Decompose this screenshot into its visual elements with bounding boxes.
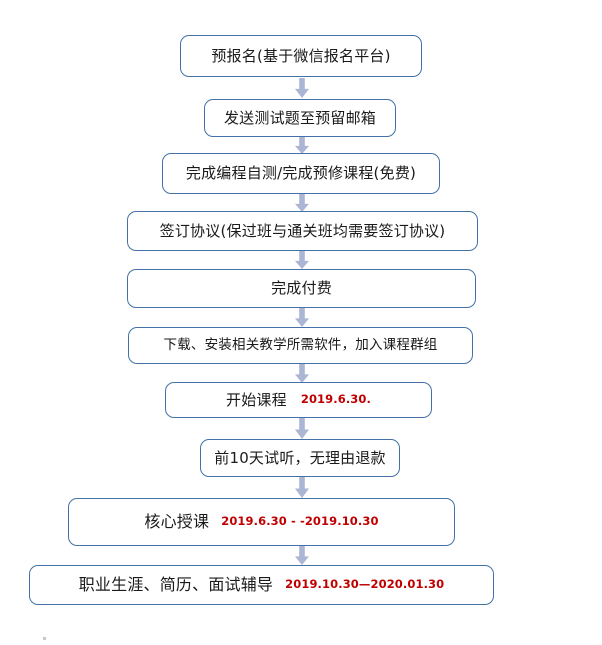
flow-arrow-down-icon xyxy=(295,136,309,154)
flow-node-course-start: 开始课程 2019.6.30. xyxy=(165,382,432,418)
flow-node-complete-payment: 完成付费 xyxy=(127,269,476,308)
flow-node-core-teaching: 核心授课 2019.6.30 - -2019.10.30 xyxy=(68,498,455,546)
flow-node-install-software: 下载、安装相关教学所需软件，加入课程群组 xyxy=(128,327,473,364)
flow-node-send-test: 发送测试题至预留邮箱 xyxy=(204,99,396,137)
flow-node-date-annotation: 2019.6.30. xyxy=(300,392,371,407)
flow-node-date-annotation: 2019.6.30 - -2019.10.30 xyxy=(221,514,379,529)
flow-node-label: 前10天试听，无理由退款 xyxy=(214,448,386,467)
flow-node-label: 核心授课 xyxy=(144,512,210,531)
flow-node-label: 下载、安装相关教学所需软件，加入课程群组 xyxy=(163,336,438,353)
flow-node-label: 完成付费 xyxy=(271,279,332,297)
flow-node-date-annotation: 2019.10.30—2020.01.30 xyxy=(285,577,445,592)
flow-arrow-down-icon xyxy=(295,418,309,439)
flow-node-label: 职业生涯、简历、面试辅导 xyxy=(78,575,274,594)
flow-arrow-down-icon xyxy=(295,364,309,383)
flow-arrow-down-icon xyxy=(295,251,309,269)
flow-arrow-down-icon xyxy=(295,477,309,498)
flow-node-label: 完成编程自测/完成预修课程(免费) xyxy=(185,164,417,182)
flow-arrow-down-icon xyxy=(295,546,309,565)
flow-node-label: 开始课程 xyxy=(226,390,287,409)
flow-node-label: 预报名(基于微信报名平台) xyxy=(211,46,391,65)
flow-node-label: 发送测试题至预留邮箱 xyxy=(223,108,376,127)
flow-node-label: 签订协议(保过班与通关班均需要签订协议) xyxy=(159,221,446,240)
flow-arrow-down-icon xyxy=(295,194,309,212)
flow-node-self-test: 完成编程自测/完成预修课程(免费) xyxy=(162,153,440,194)
flow-node-career-coaching: 职业生涯、简历、面试辅导 2019.10.30—2020.01.30 xyxy=(29,565,494,605)
flow-arrow-down-icon xyxy=(295,308,309,327)
page-artifact-dot xyxy=(43,637,46,640)
flow-arrow-down-icon xyxy=(295,78,309,98)
flow-node-trial-refund: 前10天试听，无理由退款 xyxy=(200,439,400,477)
flow-node-pre-register: 预报名(基于微信报名平台) xyxy=(180,35,422,77)
flow-node-sign-agreement: 签订协议(保过班与通关班均需要签订协议) xyxy=(127,211,478,251)
